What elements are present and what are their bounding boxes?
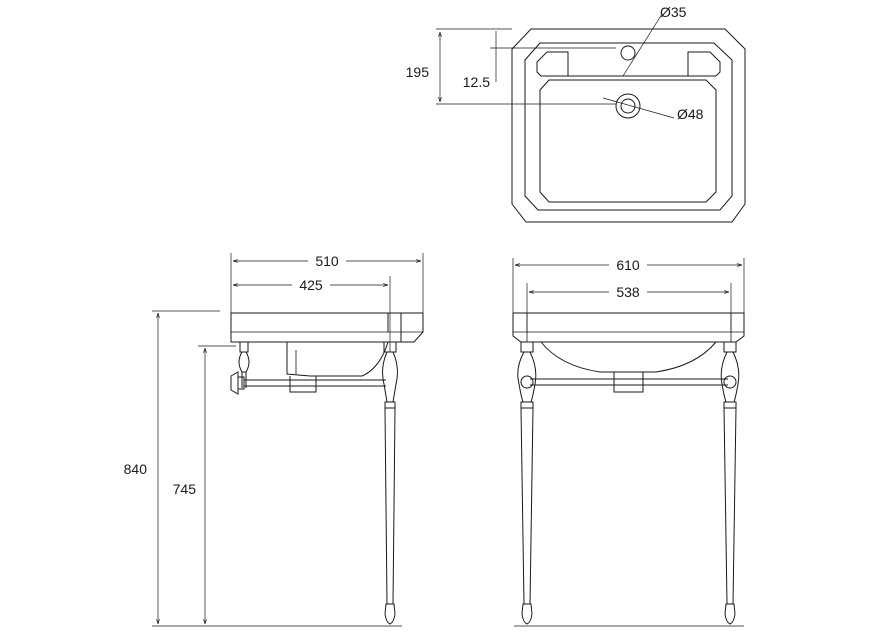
dim-label-610: 610 bbox=[616, 257, 640, 273]
waste-hole-outer-icon bbox=[615, 93, 641, 119]
plan-tap-deck-left bbox=[536, 51, 569, 77]
side-slab-notch bbox=[387, 313, 402, 342]
side-front-leg-ring bbox=[384, 401, 396, 409]
front-right-rail-joint bbox=[723, 375, 737, 389]
dim-538-label-bg bbox=[609, 283, 647, 301]
plan-rim-inner-outline bbox=[524, 42, 733, 211]
side-back-leg-knuckle bbox=[238, 351, 250, 373]
front-right-leg-ring bbox=[723, 401, 737, 409]
side-back-leg-collar bbox=[239, 342, 249, 353]
front-left-leg-foot bbox=[521, 603, 533, 625]
front-elevation: 610 538 bbox=[512, 256, 745, 627]
tap-hole-icon bbox=[620, 45, 636, 61]
dim-610-label-bg bbox=[609, 256, 647, 274]
plan-tap-deck-right bbox=[687, 51, 721, 77]
tap-hole-leader bbox=[622, 13, 663, 77]
dim-label-538: 538 bbox=[616, 284, 640, 300]
dim-label-510: 510 bbox=[315, 253, 339, 269]
side-elevation: 510 425 840 bbox=[124, 252, 424, 627]
side-bowl-underside bbox=[286, 341, 389, 377]
side-front-leg-shaft bbox=[384, 407, 396, 605]
plan-view: Ø35 Ø48 195 12.5 bbox=[406, 4, 746, 223]
dim-label-195: 195 bbox=[406, 64, 430, 80]
front-left-leg-ring bbox=[520, 401, 534, 409]
front-waste-outlet bbox=[613, 372, 644, 393]
front-bowl-underside bbox=[540, 341, 717, 373]
front-right-leg-foot bbox=[724, 603, 736, 625]
front-left-rail-joint bbox=[520, 375, 534, 389]
front-right-leg-shaft bbox=[723, 407, 737, 605]
tap-hole-label: Ø35 bbox=[660, 4, 687, 20]
side-basin-slab bbox=[230, 312, 424, 343]
dim-label-840: 840 bbox=[124, 461, 148, 477]
front-left-leg-knuckle bbox=[517, 351, 537, 403]
front-left-leg-shaft bbox=[520, 407, 534, 605]
plan-outer-outline bbox=[511, 28, 746, 223]
side-waste-outlet bbox=[289, 376, 317, 393]
waste-hole-inner-icon bbox=[620, 98, 636, 114]
dim-425-label-bg bbox=[292, 276, 330, 294]
wall-bracket-icon bbox=[230, 371, 239, 395]
side-front-leg-knuckle bbox=[382, 351, 398, 403]
front-left-leg-collar bbox=[520, 342, 534, 353]
wall-bracket-hub bbox=[237, 376, 245, 390]
dim-label-745: 745 bbox=[173, 481, 197, 497]
plan-bowl-outline bbox=[539, 79, 717, 203]
front-right-leg-collar bbox=[723, 342, 737, 353]
dim-label-12-5: 12.5 bbox=[463, 74, 490, 90]
side-front-leg-foot bbox=[384, 603, 396, 625]
front-basin-slab bbox=[512, 312, 745, 343]
waste-hole-label: Ø48 bbox=[677, 106, 704, 122]
waste-hole-leader bbox=[602, 97, 675, 119]
dim-510-label-bg bbox=[308, 252, 346, 270]
front-right-leg-knuckle bbox=[720, 351, 740, 403]
dim-label-425: 425 bbox=[299, 277, 323, 293]
